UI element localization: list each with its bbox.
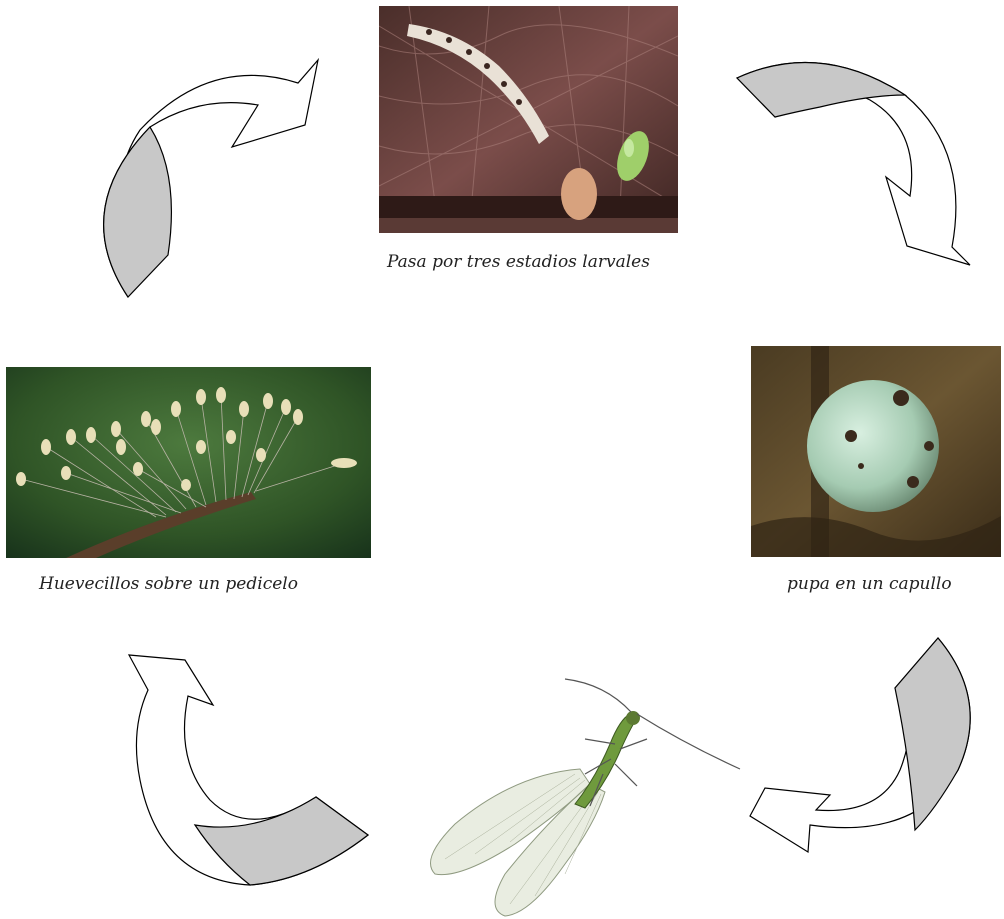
larva-photo [379, 6, 678, 233]
eggs-photo [6, 367, 371, 558]
pupa-caption: pupa en un capullo [787, 574, 952, 594]
pupa-photo [751, 346, 1001, 557]
eggs-caption: Huevecillos sobre un pedicelo [39, 574, 298, 594]
adult-lacewing-photo [415, 674, 745, 919]
arrow-larva-to-pupa [737, 62, 970, 265]
arrow-adult-to-eggs [129, 655, 368, 885]
larva-caption: Pasa por tres estadios larvales [387, 252, 650, 272]
arrow-pupa-to-adult [750, 638, 970, 852]
arrow-eggs-to-larva [104, 60, 318, 297]
